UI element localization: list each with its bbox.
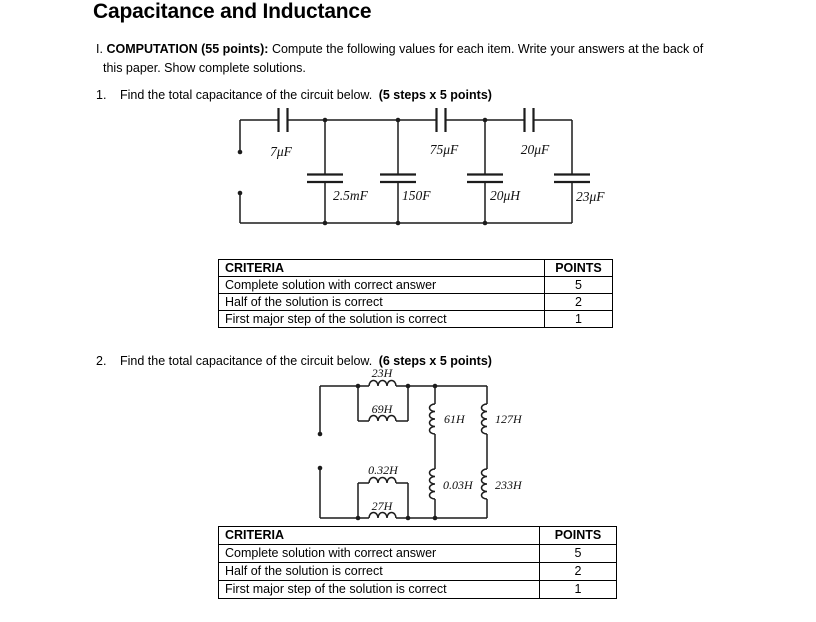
question-1-points: (5 steps x 5 points) (378, 88, 492, 102)
label-150F: 150F (402, 188, 431, 203)
inductor-61H-icon (428, 403, 436, 435)
capacitor-75uF-icon (435, 108, 447, 132)
label-0p03H: 0.03H (443, 478, 474, 492)
inductor-69H-icon (368, 414, 397, 422)
rubric2-header-points: POINTS (539, 527, 616, 544)
inductor-23H-icon (368, 379, 397, 387)
label-2p5mF: 2.5mF (333, 188, 369, 203)
question-1: 1. Find the total capacitance of the circ… (96, 88, 492, 103)
rubric1-header-points: POINTS (544, 260, 612, 276)
inductor-0p32H-icon (368, 476, 397, 484)
capacitor-20uH-icon (467, 173, 503, 184)
inductor-0p03H-icon (428, 468, 436, 500)
capacitor-23uF-icon (554, 173, 590, 184)
label-27H: 27H (372, 499, 394, 513)
intro-line-2: this paper. Show complete solutions. (103, 61, 306, 75)
rubric2-row3-criteria: First major step of the solution is corr… (219, 580, 539, 598)
circuit-diagram-2: 23H 69H 61H 127H 0.32H 0.03H 233H 27H (317, 366, 523, 521)
rubric1-row2-criteria: Half of the solution is correct (219, 293, 544, 310)
label-61H: 61H (444, 412, 466, 426)
rubric1-header-criteria: CRITERIA (225, 261, 285, 275)
question-2-text: Find the total capacitance of the circui… (120, 354, 373, 368)
question-1-text: Find the total capacitance of the circui… (120, 88, 373, 102)
rubric1-row1-criteria: Complete solution with correct answer (219, 276, 544, 293)
capacitor-20uF-icon (523, 108, 535, 132)
inductor-symbols (368, 379, 488, 519)
label-23uF: 23μF (576, 189, 605, 204)
label-75uF: 75μF (430, 142, 459, 157)
rubric2-row1-points: 5 (539, 544, 616, 562)
label-23H: 23H (372, 366, 394, 380)
rubric2-row2-criteria: Half of the solution is correct (219, 562, 539, 580)
label-233H: 233H (495, 478, 523, 492)
section-heading: COMPUTATION (55 points): (106, 42, 269, 56)
circuit1-nodes (237, 117, 488, 226)
circuit2-labels: 23H 69H 61H 127H 0.32H 0.03H 233H 27H (368, 366, 523, 513)
circuit1-wires (239, 119, 573, 224)
label-7uF: 7μF (270, 144, 293, 159)
label-20uF: 20μF (521, 142, 550, 157)
rubric-table-1: CRITERIA POINTS Complete solution with c… (218, 259, 613, 328)
circuit1-labels: 7μF 75μF 20μF 2.5mF 150F 20μH 23μF (270, 142, 605, 204)
rubric-table-2: CRITERIA POINTS Complete solution with c… (218, 526, 617, 599)
section-computation-intro: I. COMPUTATION (55 points): Compute the … (96, 40, 796, 78)
rubric1-row1-points: 5 (544, 276, 612, 293)
label-0p32H: 0.32H (368, 463, 399, 477)
rubric2-row3-points: 1 (539, 580, 616, 598)
capacitor-150F-icon (380, 173, 416, 184)
inductor-27H-icon (368, 511, 397, 519)
question-2-number: 2. (96, 354, 107, 368)
intro-line-1: I. COMPUTATION (55 points): Compute the … (96, 40, 796, 59)
capacitor-symbols (277, 108, 590, 184)
question-2: 2. Find the total capacitance of the circ… (96, 354, 492, 369)
inductor-233H-icon (480, 468, 488, 500)
capacitor-7uF-icon (277, 108, 289, 132)
rubric1-row3-criteria: First major step of the solution is corr… (219, 310, 544, 327)
question-1-number: 1. (96, 88, 107, 102)
circuit2-nodes (317, 383, 438, 521)
question-2-points: (6 steps x 5 points) (378, 354, 492, 368)
inductor-127H-icon (480, 403, 488, 435)
rubric1-row2-points: 2 (544, 293, 612, 310)
rubric1-row3-points: 1 (544, 310, 612, 327)
label-20uH: 20μH (490, 188, 521, 203)
circuit2-wires (319, 385, 488, 519)
label-127H: 127H (495, 412, 523, 426)
rubric2-row1-criteria: Complete solution with correct answer (219, 544, 539, 562)
label-69H: 69H (372, 402, 394, 416)
capacitor-2p5mF-icon (307, 173, 343, 184)
section-numeral: I. (96, 42, 103, 56)
rubric2-row2-points: 2 (539, 562, 616, 580)
circuit-diagram-1: 7μF 75μF 20μF 2.5mF 150F 20μH 23μF (237, 108, 605, 226)
intro-text: Compute the following values for each it… (271, 42, 704, 56)
rubric2-header-criteria: CRITERIA (225, 528, 285, 542)
page-title: Capacitance and Inductance (93, 0, 372, 23)
